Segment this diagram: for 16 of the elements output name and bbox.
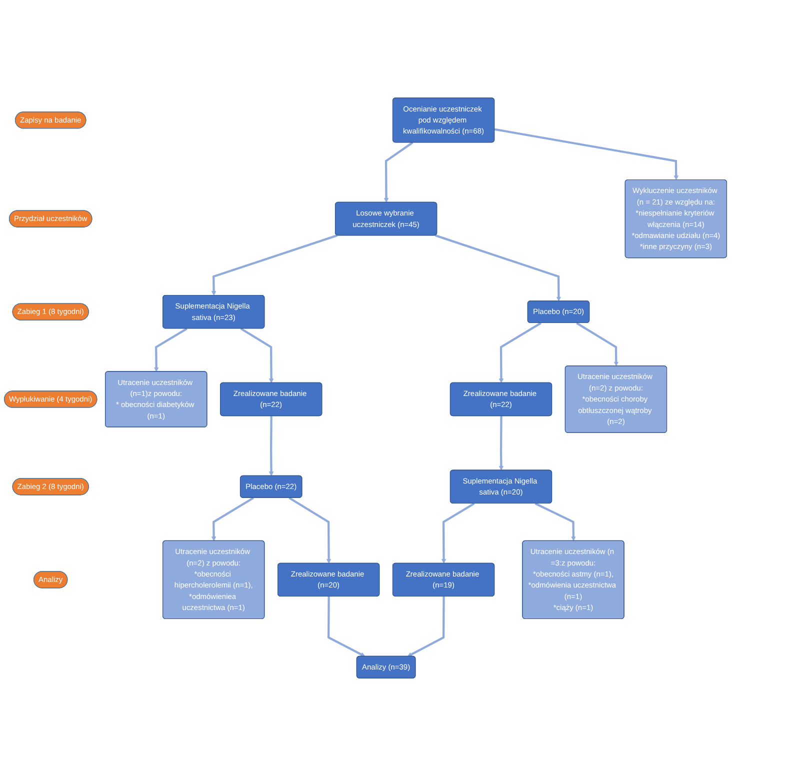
arrow (441, 502, 475, 564)
arrow (494, 128, 678, 180)
arrow (498, 322, 542, 384)
arrow (288, 496, 332, 564)
arrow (327, 596, 366, 657)
arrow (268, 416, 274, 476)
arrow (498, 416, 504, 471)
arrow (534, 502, 576, 542)
arrow (435, 234, 562, 302)
arrow (384, 142, 414, 203)
arrow (240, 328, 274, 384)
arrow (407, 596, 445, 657)
arrow (154, 328, 188, 372)
arrow (211, 496, 254, 542)
arrow (211, 234, 338, 296)
arrow (576, 322, 619, 366)
